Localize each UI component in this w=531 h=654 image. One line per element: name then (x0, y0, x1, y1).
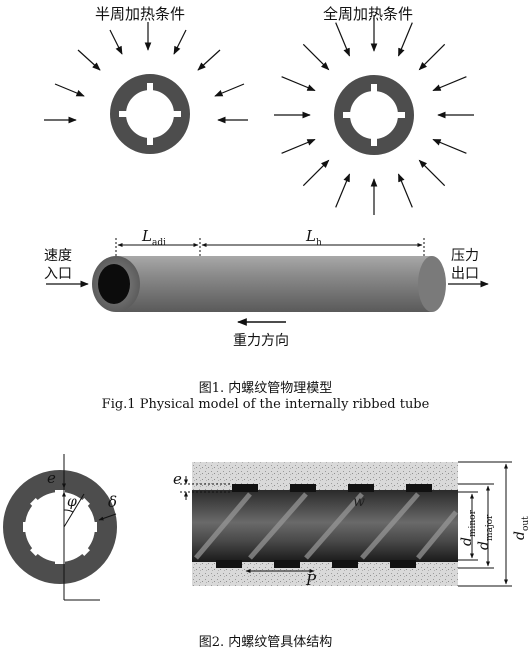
heat-flux-arrow (281, 138, 316, 154)
pressure-outlet-label-1: 压力 (451, 248, 479, 264)
l-adi-label: Ladi (142, 227, 166, 248)
full-heating-arrows (274, 15, 474, 215)
heat-flux-arrow (432, 76, 467, 92)
l-h-label: Lh (306, 227, 322, 248)
heat-flux-arrow (397, 22, 413, 57)
half-heating-ring (110, 74, 190, 154)
cross-section-annotations (62, 454, 117, 601)
cross-section-ring (3, 470, 117, 584)
heat-flux-arrow (432, 138, 467, 154)
d-out-label: dout (512, 516, 531, 540)
figure1-caption-cn: 图1. 内螺纹管物理模型 (198, 381, 333, 396)
full-heating-label: 全周加热条件 (323, 5, 414, 23)
figure1-caption-en: Fig.1 Physical model of the internally r… (101, 397, 430, 412)
e-label-cross: e (47, 469, 56, 487)
physical-model-diagram (44, 15, 489, 326)
tube-structure-diagram (3, 454, 512, 601)
gravity-label: 重力方向 (233, 333, 289, 349)
ribbed-tube-longitudinal (192, 462, 458, 586)
w-label: w (353, 494, 365, 510)
p-label: P (306, 571, 317, 589)
heat-flux-arrow (418, 159, 446, 187)
delta-label: δ (108, 493, 118, 511)
e-label-longitudinal: e (173, 470, 182, 488)
heat-flux-arrow (281, 76, 316, 92)
heat-flux-arrow (335, 22, 351, 57)
velocity-inlet-label-2: 入口 (44, 266, 72, 282)
heat-flux-arrow (335, 173, 351, 208)
tube-side-view (92, 256, 446, 312)
heat-flux-arrow (302, 43, 330, 71)
half-heating-label: 半周加热条件 (95, 5, 186, 23)
d-major-label: dmajor (476, 514, 495, 550)
pressure-outlet-label-2: 出口 (451, 266, 479, 282)
full-heating-ring (334, 75, 414, 155)
heat-flux-arrow (397, 173, 413, 208)
ribbed-tube-dimensions (180, 461, 512, 587)
phi-label: φ (67, 494, 77, 510)
half-heating-arrows (44, 22, 248, 124)
figure2-caption-cn: 图2. 内螺纹管具体结构 (198, 635, 333, 650)
heat-flux-arrow (418, 43, 446, 71)
length-dimensions (115, 238, 425, 256)
velocity-inlet-label-1: 速度 (44, 248, 72, 264)
heat-flux-arrow (302, 159, 330, 187)
